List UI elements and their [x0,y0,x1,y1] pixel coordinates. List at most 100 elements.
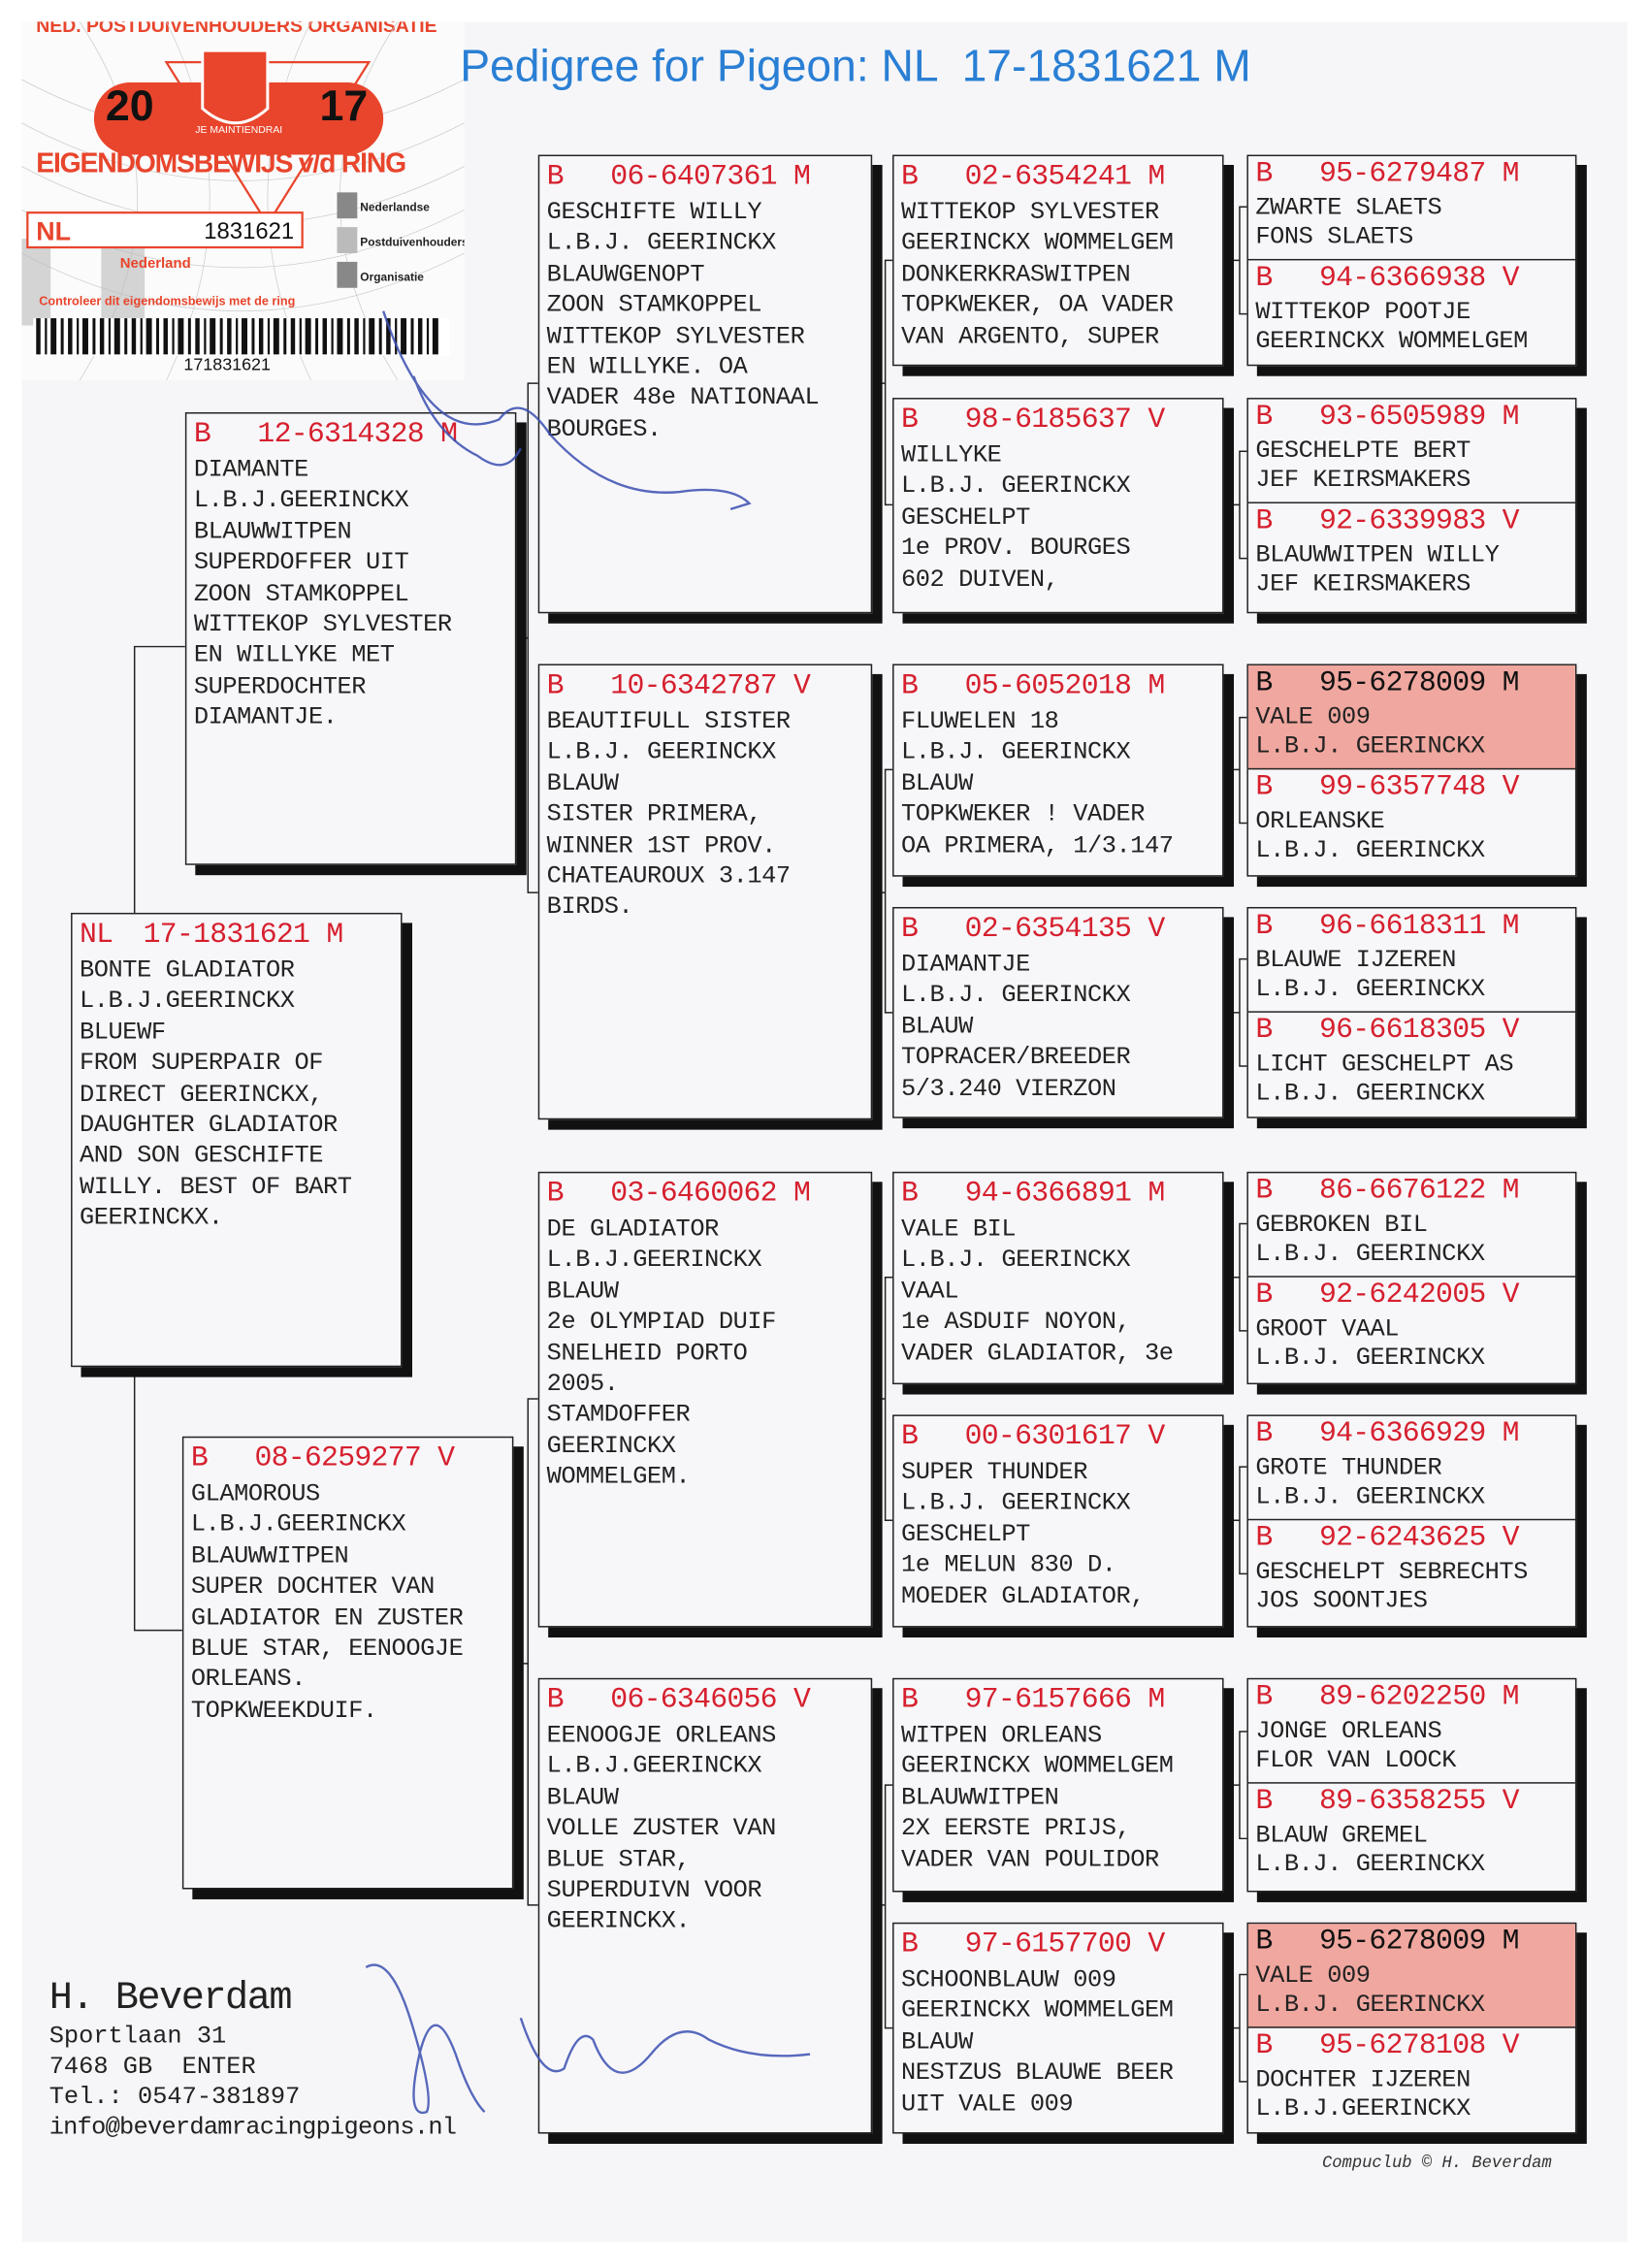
ring-country: B [1255,1521,1273,1556]
pigeon-info-line: GESCHELPT [901,504,1030,533]
pigeon-info-line: DIAMANTJE. [193,704,338,732]
pigeon-sex: V [1502,504,1520,538]
ring-country: B [1255,401,1273,435]
breeder-email[interactable]: info@beverdamracingpigeons.nl [48,2115,457,2143]
pigeon-info-line: WINNER 1ST PROV. [546,832,777,860]
pigeon-info-line: GEERINCKX WOMMELGEM [901,1753,1174,1782]
pigeon-info-line: EN WILLYKE MET [193,642,395,671]
pigeon-info-line: WITTEKOP SYLVESTER [193,611,452,640]
pigeon-info-line: 1e MELUN 830 D. [901,1552,1116,1580]
pigeon-info-line: GLAMOROUS [190,1480,320,1509]
pigeon-info-line: L.B.J. GEERINCKX [546,230,777,259]
ring-number: 99-6357748 [1318,770,1486,805]
npo-line-1: Nederlandse [360,201,430,214]
pigeon-info-line: AND SON GESCHIFTE [80,1143,324,1172]
ring-number: 02-6354135 [964,912,1132,947]
pigeon-info-line: GEERINCKX [546,1433,676,1461]
ring-country: B [1255,157,1273,191]
pigeon-sex: V [792,1683,811,1718]
pigeon-info-line: 2X EERSTE PRIJS, [901,1815,1131,1844]
pigeon-info-line: 1e PROV. BOURGES [901,535,1131,564]
pigeon-info-line: WILLYKE [901,442,1002,470]
pigeon-info-line: LICHT GESCHELPT AS [1255,1052,1514,1080]
pigeon-sex: V [792,669,811,703]
pigeon-info-line: L.B.J.GEERINCKX [1255,2095,1471,2124]
pigeon-info-line: 2005. [546,1371,619,1400]
ring-number: 12-6314328 [257,417,424,452]
ring-country: B [546,669,565,703]
pigeon-info-line: WITTEKOP SYLVESTER [901,199,1159,228]
ring-number: 89-6358255 [1318,1785,1486,1819]
ring-number: 06-6346056 [610,1683,777,1718]
pigeon-info-line: WITPEN ORLEANS [901,1723,1102,1751]
pigeon-info-line: L.B.J. GEERINCKX [901,983,1131,1011]
pigeon-info-line: L.B.J. GEERINCKX [901,1247,1131,1276]
ring-org: NED. POSTDUIVENHOUDERS ORGANISATIE [36,21,437,37]
pigeon-info-line: DOCHTER IJZEREN [1255,2066,1471,2095]
ring-number: 92-6339983 [1318,504,1486,538]
pigeon-sex: V [1502,261,1520,296]
ring-number: 92-6242005 [1318,1279,1486,1312]
pigeon-sex: V [1148,1928,1165,1962]
npo-line-3: Organisatie [360,270,424,284]
ring-number: 96-6618311 [1318,909,1486,944]
pigeon-info-line: TOPKWEEKDUIF. [190,1698,377,1726]
pigeon-info-line: GROOT VAAL [1255,1315,1400,1345]
pigeon-info-line: WILLY. BEST OF BART [80,1174,352,1202]
ring-country: B [1255,1925,1273,1960]
ring-number: 94-6366938 [1318,261,1486,296]
pigeon-info-line: SCHOONBLAUW 009 [901,1967,1116,1995]
pigeon-info-line: VALE 009 [1255,704,1371,732]
pigeon-info-line: ZOON STAMKOPPEL [546,292,762,320]
pigeon-info-line: VAN ARGENTO, SUPER [901,323,1159,351]
pigeon-info-line: GLADIATOR EN ZUSTER [190,1604,464,1634]
pigeon-info-line: L.B.J.GEERINCKX [193,488,409,516]
pigeon-info-line: VADER 48e NATIONAAL [546,385,820,413]
pigeon-info-line: JOS SOONTJES [1255,1588,1428,1616]
pigeon-sex: V [1502,1014,1520,1048]
pigeon-info-line: L.B.J. GEERINCKX [1255,837,1485,865]
breeder-phone: Tel.: 0547-381897 [48,2084,301,2113]
pigeon-info-line: GESCHIFTE WILLY [546,199,762,228]
pigeon-sex: M [1148,669,1165,703]
ring-country: NL [80,918,113,953]
